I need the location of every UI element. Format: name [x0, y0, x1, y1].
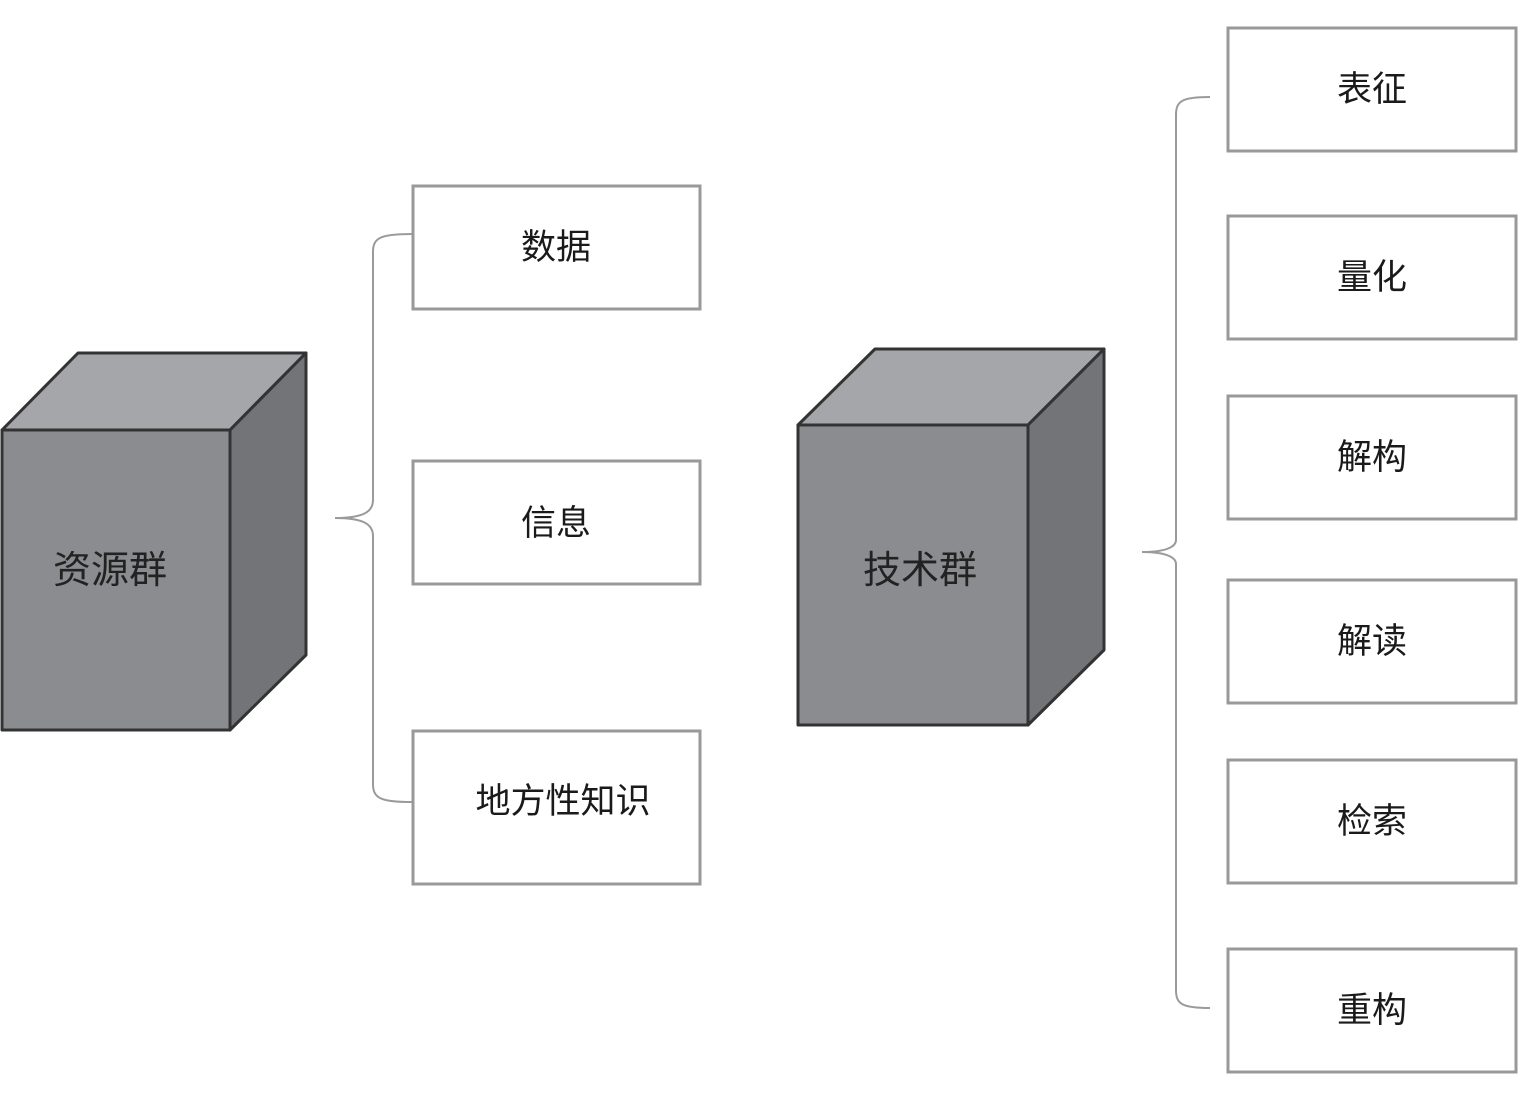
technology-cube: 技术群 [796, 347, 1106, 727]
resource-cube: 资源群 [0, 351, 308, 732]
resource-item-box: 信息 [411, 459, 702, 586]
technology-item-label: 解构 [1337, 438, 1407, 478]
resource-cube-front [0, 428, 232, 732]
technology-item-box: 量化 [1226, 214, 1518, 341]
technology-item-label: 重构 [1337, 991, 1407, 1031]
technology-brace [1141, 96, 1211, 1009]
technology-cube-front [796, 423, 1030, 727]
technology-item-label: 解读 [1337, 622, 1407, 662]
technology-item-box: 解读 [1226, 578, 1518, 705]
resource-item-box: 地方性知识 [411, 729, 702, 886]
technology-item-box: 检索 [1226, 758, 1518, 885]
resource-cube-label: 资源群 [53, 548, 167, 592]
resource-brace [334, 233, 413, 803]
technology-item-label: 检索 [1337, 802, 1407, 842]
resource-item-label: 信息 [521, 504, 591, 544]
resource-item-box: 数据 [411, 184, 702, 311]
technology-item-box: 表征 [1226, 26, 1518, 153]
technology-item-box: 重构 [1226, 947, 1518, 1074]
technology-item-label: 量化 [1337, 258, 1407, 298]
resource-item-label: 地方性知识 [475, 782, 650, 822]
technology-cube-label: 技术群 [863, 548, 977, 592]
resource-item-label: 数据 [521, 228, 591, 268]
technology-item-box: 解构 [1226, 394, 1518, 521]
technology-item-label: 表征 [1337, 70, 1407, 110]
